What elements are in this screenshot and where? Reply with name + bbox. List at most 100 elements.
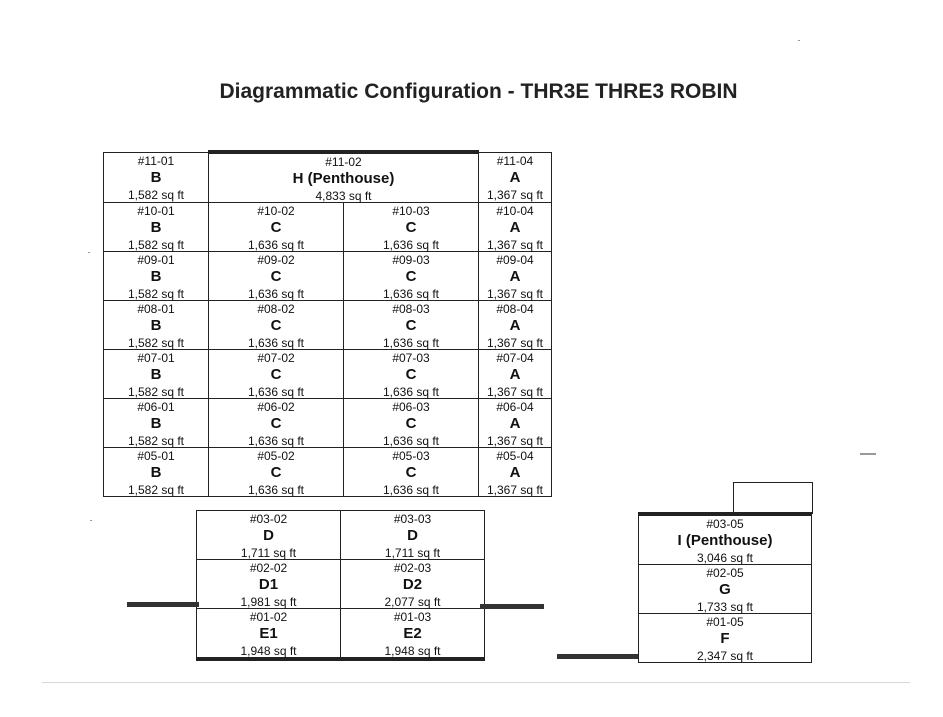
unit-type: C	[405, 317, 417, 334]
unit-number: #05-04	[496, 449, 534, 463]
page-title: Diagrammatic Configuration - THR3E THRE3…	[219, 80, 738, 103]
unit-number: #09-01	[137, 253, 175, 267]
unit-type: C	[270, 415, 282, 432]
unit-type: A	[509, 268, 521, 285]
unit-type: A	[509, 219, 521, 236]
unit-type: A	[509, 464, 521, 481]
unit-type: C	[270, 268, 282, 285]
unit-number: #05-02	[257, 449, 295, 463]
unit-area: 1,948 sq ft	[384, 644, 441, 658]
unit-area: 1,367 sq ft	[486, 385, 544, 399]
unit-number: #02-03	[393, 561, 432, 575]
unit-number: #03-03	[393, 512, 432, 526]
unit-area: 1,367 sq ft	[486, 238, 544, 252]
unit-number: #11-01	[137, 153, 175, 168]
unit-number: #07-03	[392, 351, 430, 365]
unit-number: #09-03	[392, 253, 430, 267]
unit-number: #06-02	[257, 400, 295, 414]
unit-area: 2,347 sq ft	[696, 649, 754, 663]
unit-area: 1,636 sq ft	[247, 238, 305, 252]
unit-type: C	[405, 464, 417, 481]
unit-type: D	[407, 527, 418, 544]
unit-area: 1,582 sq ft	[127, 434, 185, 448]
unit-type: A	[509, 317, 521, 334]
unit-area: 1,636 sq ft	[382, 434, 440, 448]
unit-type: C	[405, 219, 417, 236]
unit-type: B	[150, 219, 162, 236]
unit-type: B	[150, 317, 162, 334]
scan-speck	[90, 520, 92, 521]
unit-area: 1,636 sq ft	[247, 434, 305, 448]
unit-type: G	[719, 581, 731, 598]
unit-area: 1,636 sq ft	[247, 336, 305, 350]
unit-area: 1,367 sq ft	[486, 434, 544, 448]
unit-number: #05-03	[392, 449, 430, 463]
unit-number: #03-02	[249, 512, 288, 526]
unit-number: #08-01	[137, 302, 175, 316]
unit-number: #07-02	[257, 351, 295, 365]
unit-area: 1,636 sq ft	[382, 287, 440, 301]
unit-type: B	[150, 415, 162, 432]
unit-area: 1,367 sq ft	[486, 287, 544, 301]
unit-type: A	[509, 168, 521, 186]
scan-speck	[798, 40, 800, 41]
unit-number: #09-04	[496, 253, 534, 267]
unit-area: 4,833 sq ft	[315, 189, 372, 203]
unit-number: #05-01	[137, 449, 175, 463]
unit-area: 1,636 sq ft	[382, 238, 440, 252]
unit-area: 1,582 sq ft	[127, 385, 185, 399]
unit-number: #01-05	[706, 615, 744, 629]
unit-type: C	[405, 366, 417, 383]
unit-area: 3,046 sq ft	[696, 551, 754, 565]
unit-area: 1,582 sq ft	[127, 187, 185, 202]
unit-type: D1	[258, 576, 279, 593]
unit-type: F	[720, 630, 730, 647]
unit-type: A	[509, 366, 521, 383]
unit-area: 1,636 sq ft	[247, 385, 305, 399]
unit-number: #01-02	[249, 610, 288, 624]
unit-area: 2,077 sq ft	[384, 595, 441, 609]
unit-number: #06-03	[392, 400, 430, 414]
unit-number: #01-03	[393, 610, 432, 624]
unit-type: C	[270, 464, 282, 481]
unit-number: #10-03	[392, 204, 430, 218]
unit-type: B	[150, 168, 162, 186]
unit-type: C	[405, 415, 417, 432]
